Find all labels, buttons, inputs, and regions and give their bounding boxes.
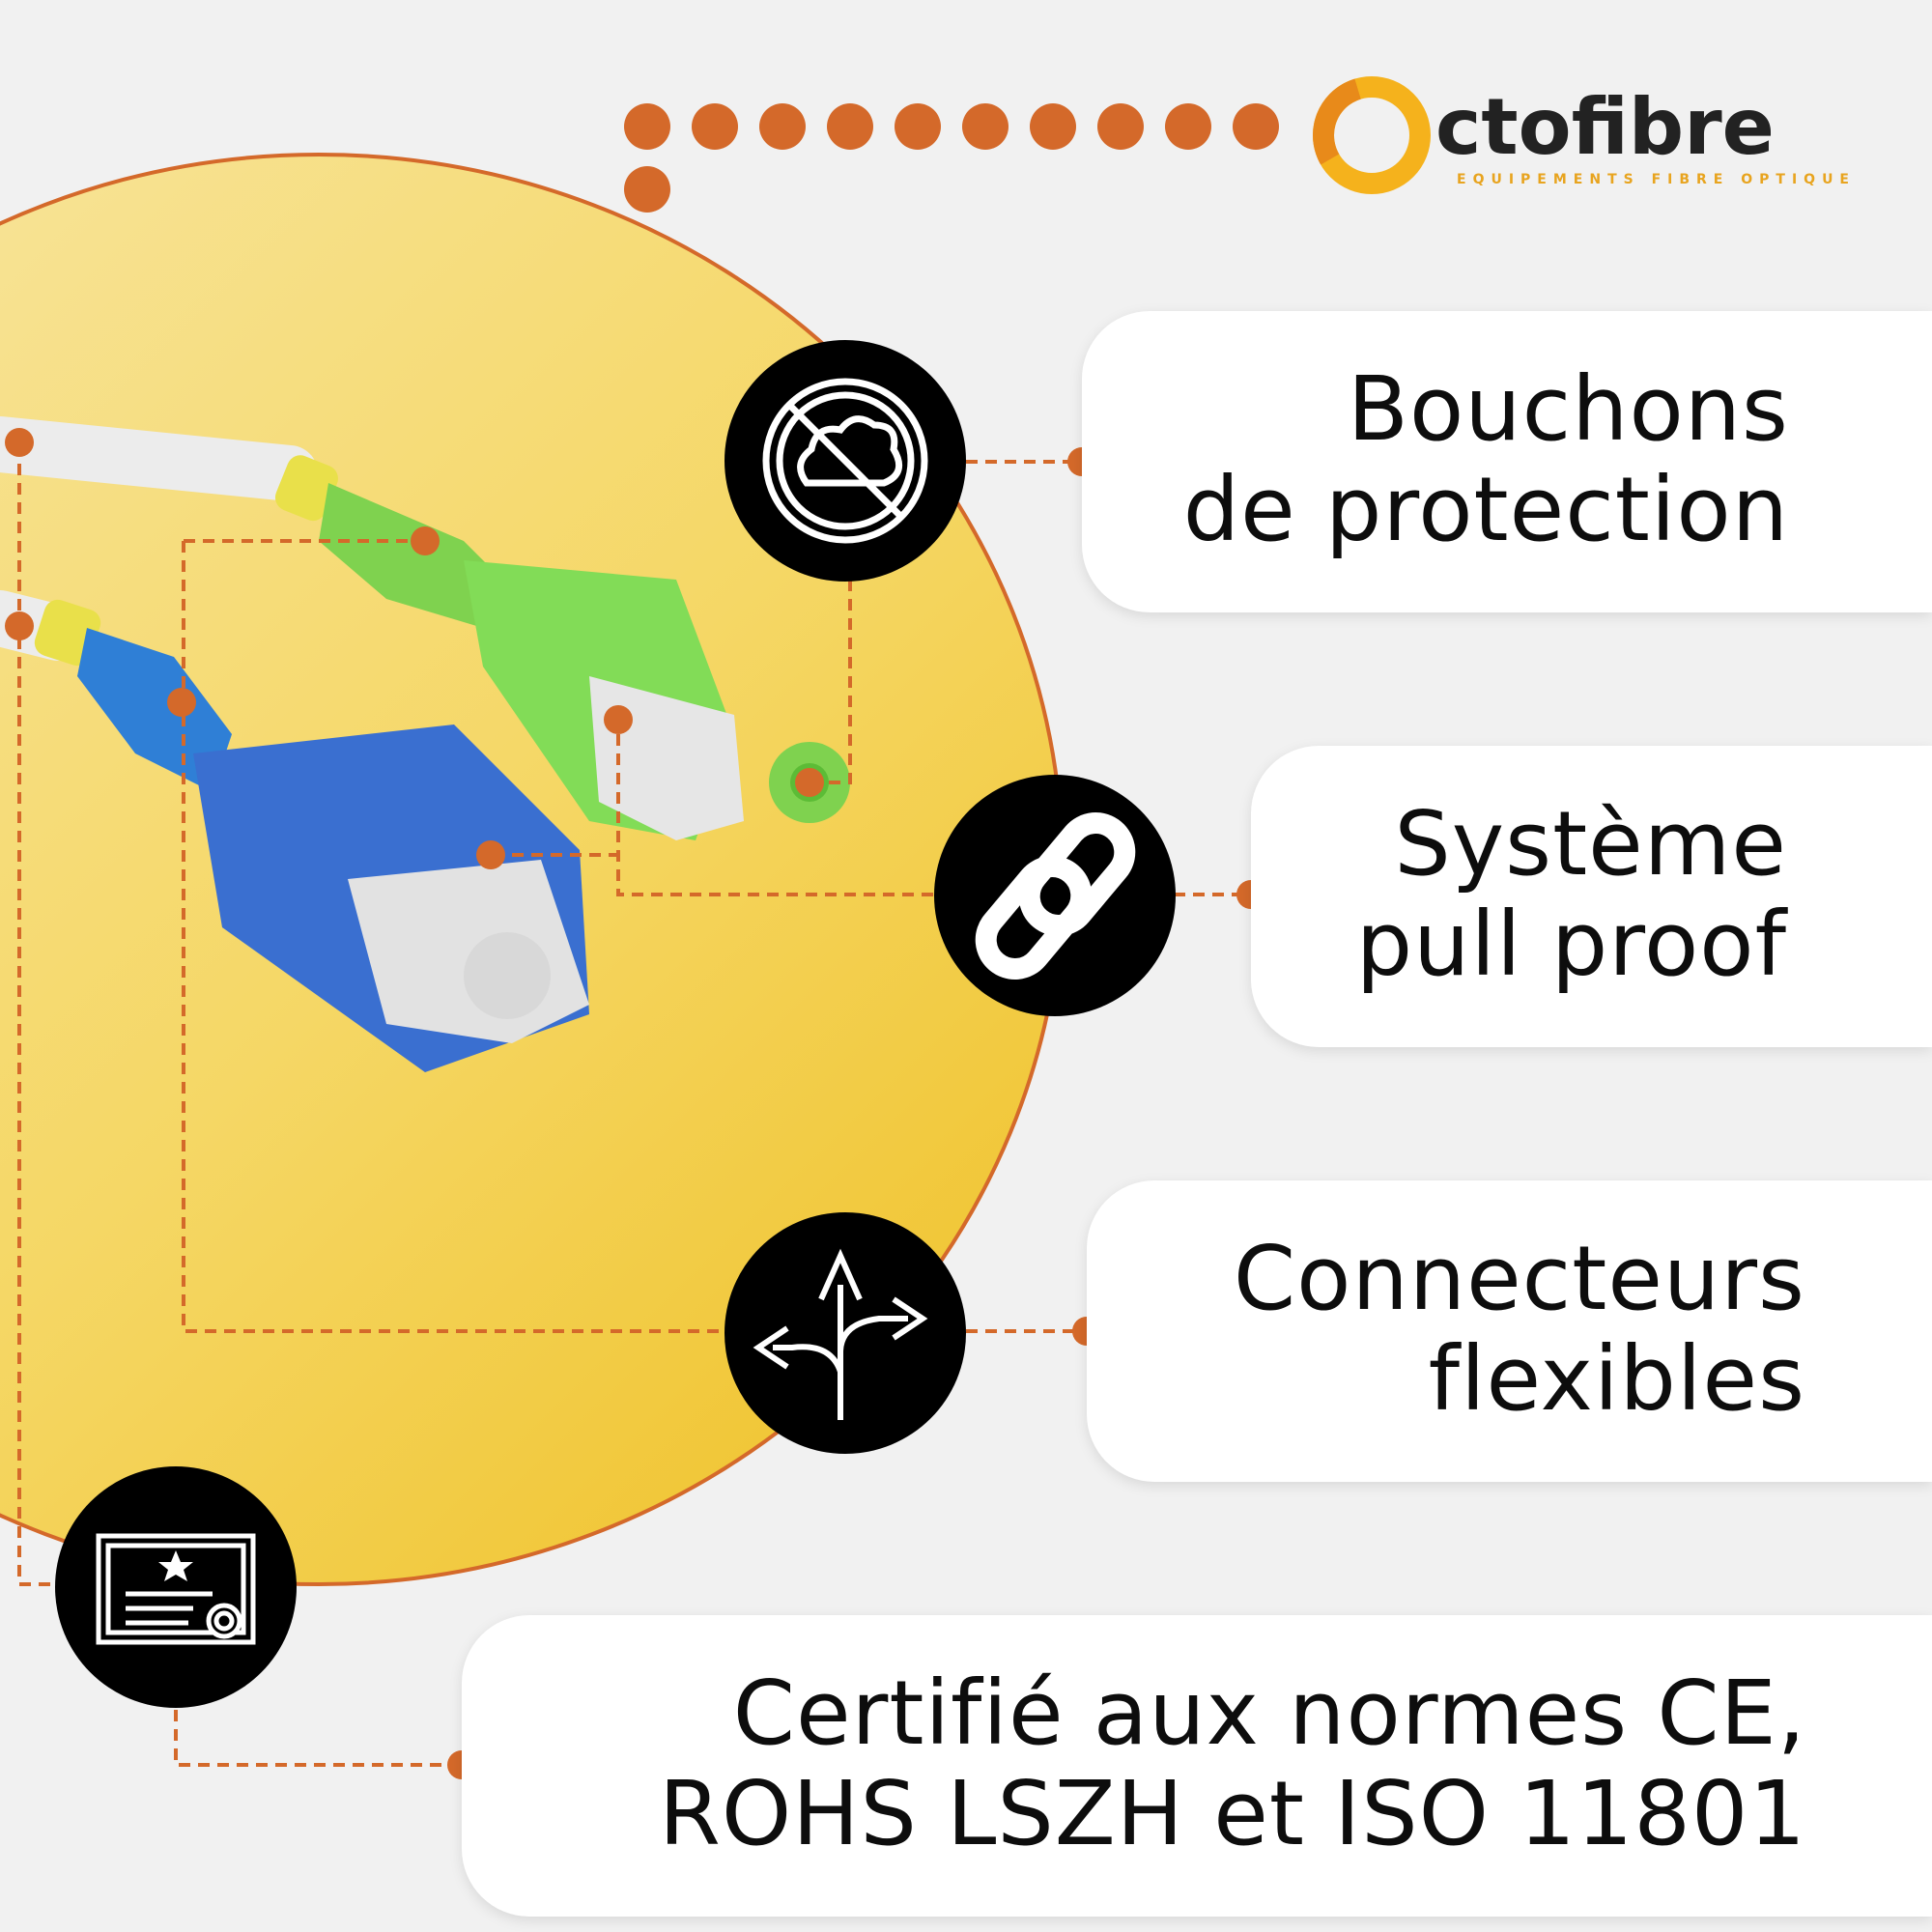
icon-circle-certificate: [55, 1466, 297, 1708]
feature-label-protection: Bouchons de protection: [1183, 359, 1789, 560]
feature-card-certificate: Certifié aux normes CE, ROHS LSZH et ISO…: [462, 1615, 1932, 1917]
feature-line1: Système: [1394, 792, 1787, 895]
feature-line1: Certifié aux normes CE,: [732, 1662, 1806, 1765]
white-cable-top: [0, 416, 318, 501]
chain-link-icon: [975, 812, 1136, 980]
icon-circle-pull-proof: [934, 775, 1176, 1016]
blue-sc-connector: [34, 599, 589, 1072]
feature-line2: de protection: [1182, 458, 1789, 561]
certificate-icon: [96, 1533, 256, 1645]
card-arrow-markers: [1835, 435, 1913, 1793]
feature-label-certificate: Certifié aux normes CE, ROHS LSZH et ISO…: [659, 1663, 1806, 1864]
feature-line2: pull proof: [1355, 893, 1787, 996]
decorative-dot-row: [624, 103, 1279, 213]
feature-line1: Connecteurs: [1233, 1227, 1805, 1330]
leader-lines: [17, 444, 1251, 1767]
feature-label-pull-proof: Système pull proof: [1356, 794, 1787, 995]
feature-line2: flexibles: [1428, 1327, 1805, 1431]
feature-line1: Bouchons: [1347, 357, 1789, 461]
flexible-arrows-icon: [753, 1248, 928, 1420]
dust-prohibited-icon: [762, 378, 928, 544]
brand-tagline: EQUIPEMENTS FIBRE OPTIQUE: [1457, 172, 1856, 187]
feature-label-flexible: Connecteurs flexibles: [1234, 1229, 1805, 1430]
brand-logo-ring-icon: [1312, 76, 1431, 194]
brand-name: ctofibre: [1435, 82, 1775, 172]
feature-card-protection: Bouchons de protection: [1082, 311, 1932, 612]
feature-card-flexible: Connecteurs flexibles: [1087, 1180, 1932, 1482]
feature-card-pull-proof: Système pull proof: [1251, 746, 1932, 1047]
feature-line2: ROHS LSZH et ISO 11801: [658, 1762, 1806, 1865]
